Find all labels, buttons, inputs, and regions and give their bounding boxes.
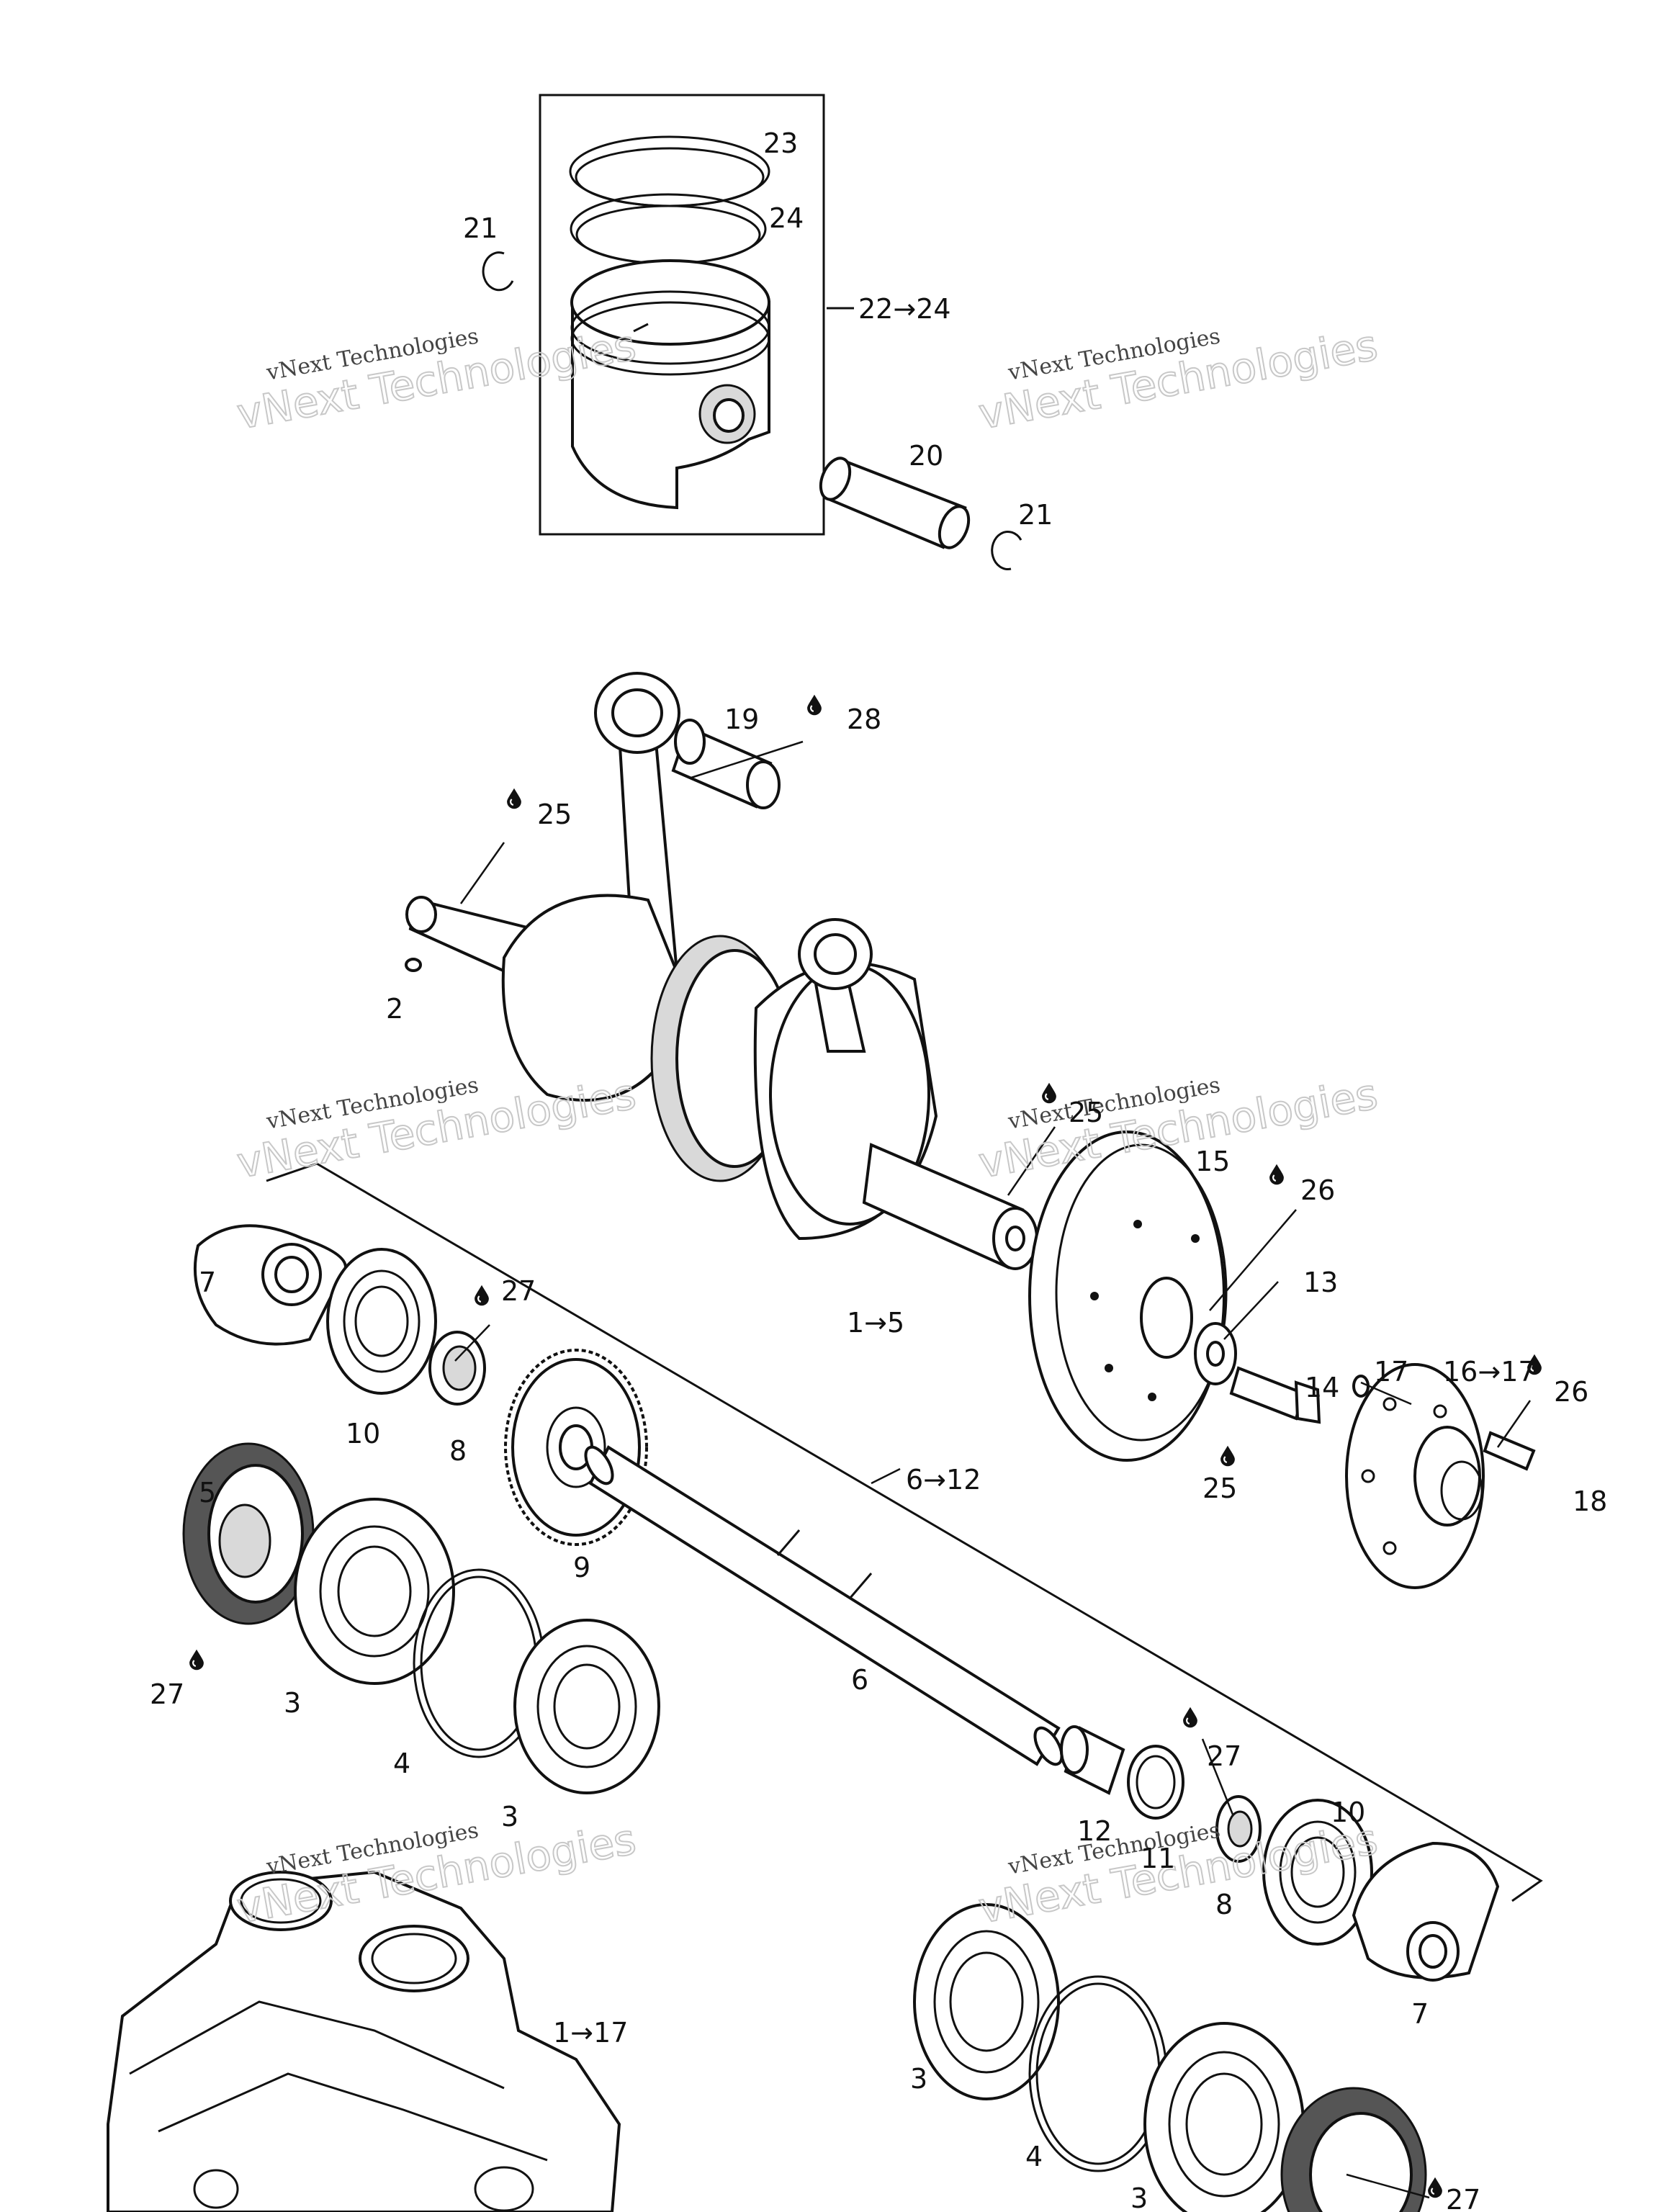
callout-8: 8 <box>449 1435 467 1467</box>
callout-4: 4 <box>1025 2141 1043 2172</box>
callout-10: 10 <box>1331 1797 1365 1828</box>
callout-25: 25 <box>1202 1473 1237 1504</box>
callout-6-12: 6→12 <box>906 1464 981 1496</box>
counterweight-7-right <box>1352 1841 1500 1982</box>
piston-pin <box>819 457 971 549</box>
callout-22-24: 22→24 <box>858 293 951 325</box>
callout-13: 13 <box>1303 1267 1338 1298</box>
piston-rings <box>569 135 770 265</box>
callout-16-17: 16→17 <box>1443 1356 1536 1388</box>
flywheel <box>1028 1130 1228 1462</box>
callout-1-5: 1→5 <box>847 1307 904 1339</box>
circlip-right <box>991 531 1022 570</box>
callout-6: 6 <box>851 1664 868 1696</box>
gear-9 <box>504 1349 648 1546</box>
callout-3: 3 <box>910 2063 927 2095</box>
crankcase <box>107 1870 621 2212</box>
callout-8: 8 <box>1215 1889 1233 1920</box>
piston <box>570 259 770 510</box>
callout-14: 14 <box>1305 1372 1339 1403</box>
seal-27-right <box>1280 2087 1427 2212</box>
seal-8-left <box>428 1331 486 1406</box>
group-bracket-6-12 <box>266 1162 1543 1902</box>
callout-26: 26 <box>1300 1174 1335 1206</box>
callout-4: 4 <box>393 1748 410 1779</box>
callout-3: 3 <box>1130 2182 1148 2212</box>
shaft-6 <box>584 1445 1064 1766</box>
circlip-left <box>482 251 514 292</box>
callout-11: 11 <box>1141 1843 1175 1874</box>
callout-20: 20 <box>909 440 943 472</box>
piston-kit-group <box>482 94 1022 570</box>
bolt-14 <box>1229 1366 1321 1424</box>
callout-27: 27 <box>1446 2184 1480 2212</box>
callout-12: 12 <box>1077 1815 1112 1847</box>
seal-5 <box>182 1442 315 1625</box>
callout-25: 25 <box>1069 1097 1103 1128</box>
callout-15: 15 <box>1195 1146 1230 1177</box>
callout-21: 21 <box>1018 499 1053 531</box>
callout-10: 10 <box>346 1418 380 1449</box>
callout-25: 25 <box>537 799 572 830</box>
callout-3: 3 <box>284 1687 301 1719</box>
leader-lines <box>454 740 1532 2199</box>
counterweight-7-left <box>193 1224 348 1346</box>
callout-21: 21 <box>463 212 498 244</box>
bearing-3-right-b <box>1143 2022 1305 2212</box>
callout-19: 19 <box>724 703 759 735</box>
callout-26: 26 <box>1554 1376 1588 1408</box>
callout-28: 28 <box>847 703 881 735</box>
coupling-flange <box>1345 1363 1485 1589</box>
seal-8-right <box>1215 1795 1262 1863</box>
callout-17: 17 <box>1374 1356 1408 1388</box>
needle-bearing-12 <box>1060 1725 1125 1795</box>
callout-27: 27 <box>501 1275 536 1307</box>
callout-27: 27 <box>1207 1740 1241 1772</box>
callout-9: 9 <box>573 1552 590 1583</box>
callout-1-17: 1→17 <box>553 2017 628 2049</box>
bearing-3-right-a <box>913 1903 1060 2100</box>
callout-5: 5 <box>199 1477 216 1509</box>
callout-2: 2 <box>386 993 403 1025</box>
callout-23: 23 <box>763 127 798 159</box>
bearing-3-left-b <box>513 1619 660 1794</box>
callout-3: 3 <box>501 1801 518 1833</box>
callout-18: 18 <box>1573 1485 1607 1517</box>
bearing-10-right <box>1262 1799 1373 1946</box>
crankshaft-assembly <box>405 672 1038 1270</box>
bearing-10-left <box>326 1248 437 1395</box>
callout-27: 27 <box>150 1678 184 1710</box>
callout-7: 7 <box>199 1267 216 1298</box>
callout-7: 7 <box>1411 1998 1429 2030</box>
callout-24: 24 <box>769 202 804 234</box>
callout-labels: 23 24 21 22→24 20 21 19 28 25 2 25 15 26… <box>150 127 1607 2212</box>
piston-kit-frame <box>539 94 825 536</box>
bearing-3-left-a <box>294 1498 455 1685</box>
screw-18 <box>1483 1431 1536 1471</box>
washer-11 <box>1127 1745 1184 1820</box>
